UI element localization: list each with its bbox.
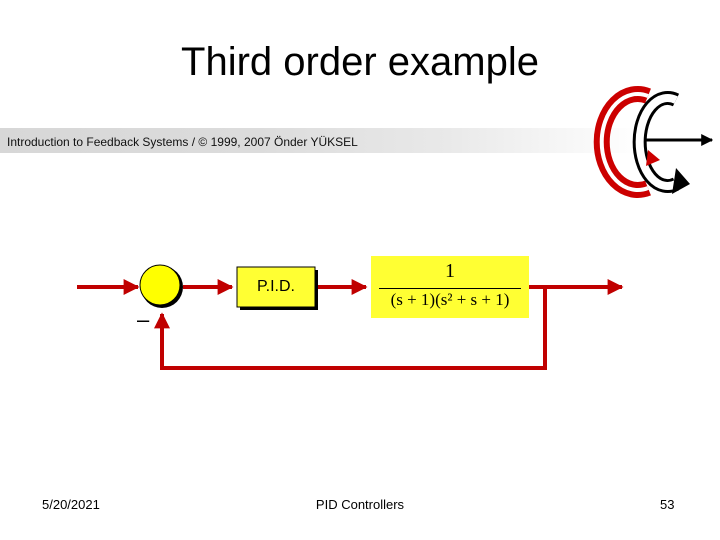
plant-denominator: (s + 1)(s² + s + 1)	[390, 290, 510, 309]
footer-title: PID Controllers	[315, 497, 405, 512]
pid-label: P.I.D.	[257, 278, 295, 295]
plant-block: 1 (s + 1)(s² + s + 1)	[371, 256, 529, 318]
page-number: 53	[660, 497, 675, 512]
footer-date: 5/20/2021	[42, 497, 100, 512]
cc-logo-icon	[593, 86, 690, 198]
header-bar	[0, 128, 640, 153]
summing-junction	[139, 264, 181, 306]
plant-numerator: 1	[445, 260, 455, 282]
slide-title: Third order example	[181, 40, 539, 84]
fraction-bar	[379, 288, 521, 289]
header-text: Introduction to Feedback Systems / © 199…	[7, 135, 358, 149]
feedback-minus-sign: –	[137, 307, 150, 332]
pid-block	[236, 266, 316, 308]
feedback-path	[154, 287, 547, 370]
